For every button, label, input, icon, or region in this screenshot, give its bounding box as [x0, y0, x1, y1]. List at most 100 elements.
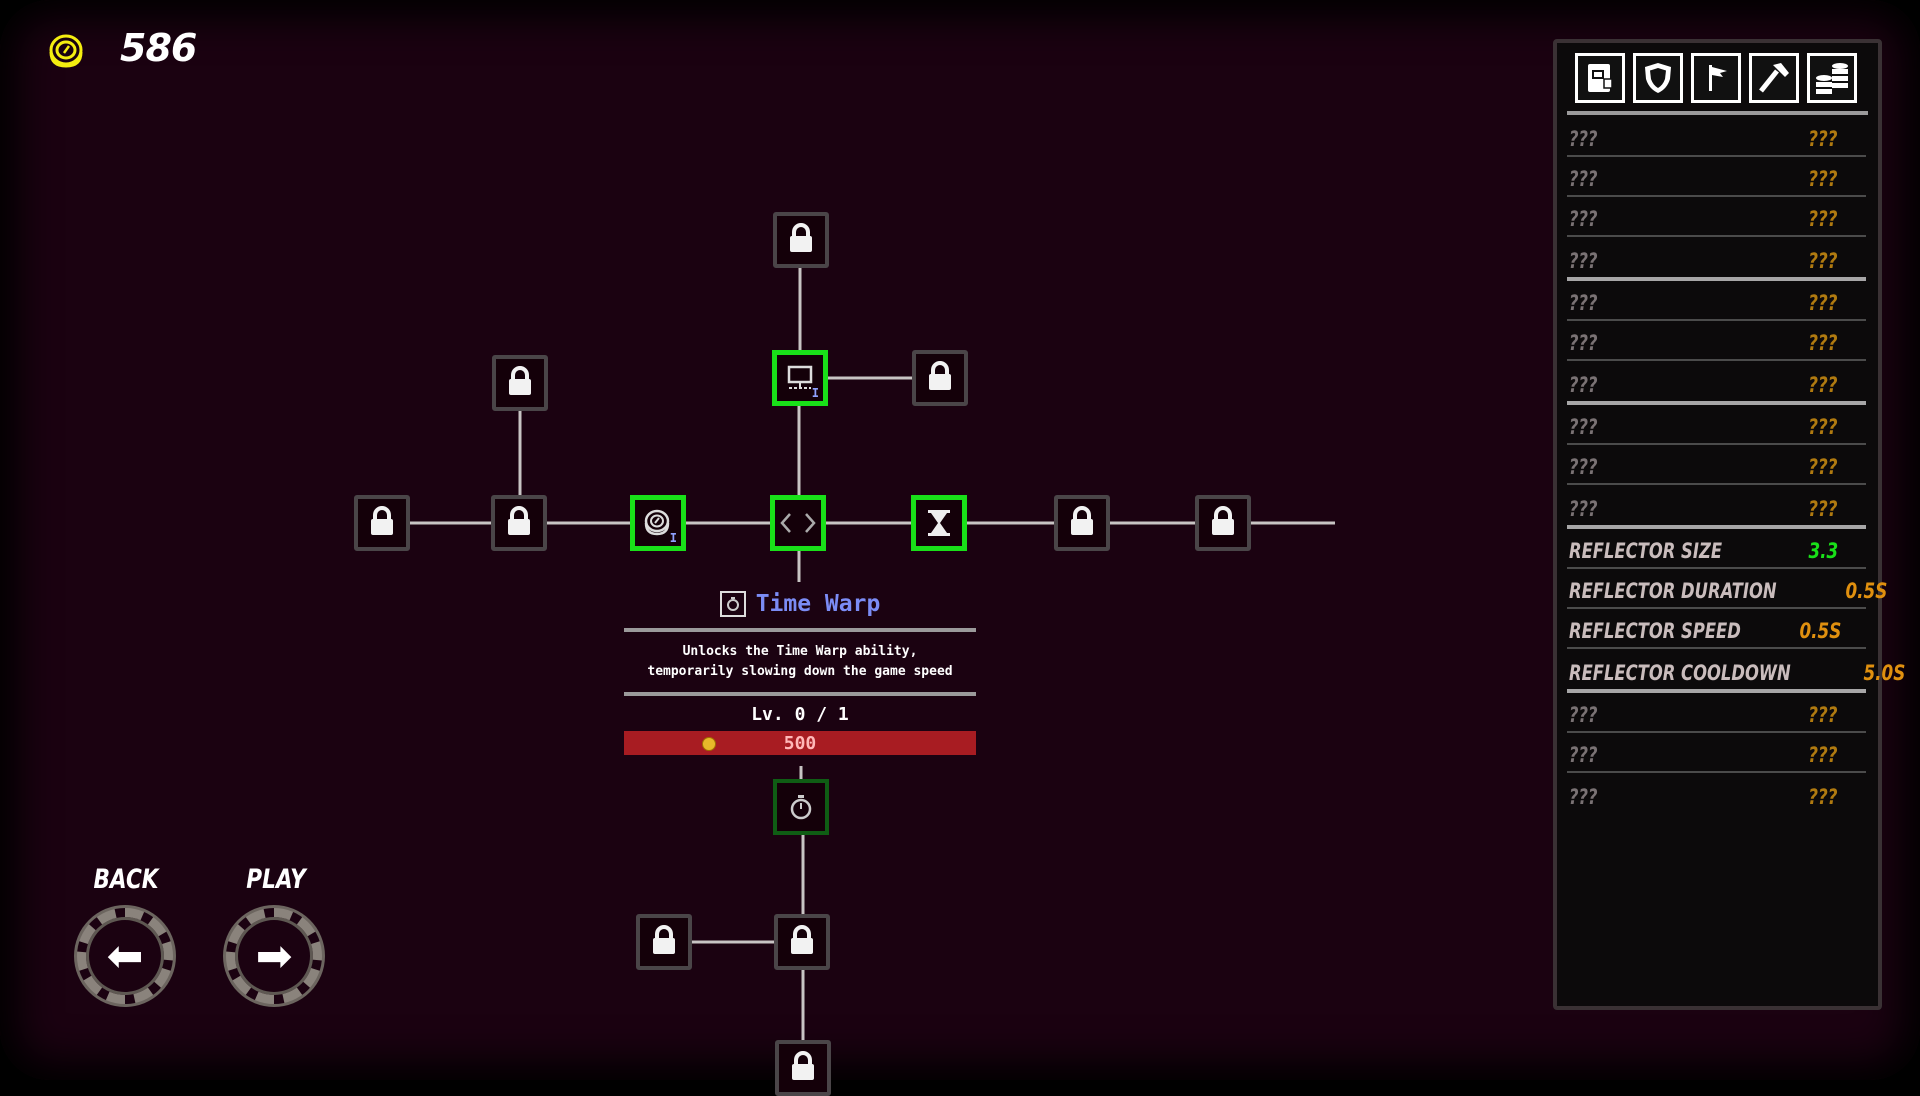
skill-node-right-lock-2[interactable] — [1054, 495, 1110, 551]
tooltip-title: Time Warp — [755, 591, 881, 617]
tier-label: I — [669, 531, 677, 545]
tab-locked-book[interactable] — [1575, 53, 1625, 103]
skill-node-coin[interactable]: I — [630, 495, 686, 551]
locked-book-icon — [1588, 64, 1613, 92]
stat-row: ?????? — [1567, 237, 1866, 277]
hourglass-icon — [928, 510, 950, 536]
lock-icon — [788, 223, 814, 257]
lock-icon — [789, 925, 815, 959]
skill-node-bottom-lock[interactable] — [774, 914, 830, 970]
tab-shield[interactable] — [1633, 53, 1683, 103]
divider — [1567, 111, 1868, 115]
tooltip-header: Time Warp — [624, 586, 976, 622]
stat-label: ??? — [1569, 415, 1598, 439]
stat-value: ??? — [1808, 249, 1838, 273]
skill-node-top-lock[interactable] — [773, 212, 829, 268]
tab-flag[interactable] — [1691, 53, 1741, 103]
stat-label: REFLECTOR SPEED — [1569, 619, 1741, 643]
stat-list: ????????????????????????????????????????… — [1557, 117, 1906, 813]
coin-stacks-icon — [1816, 63, 1848, 94]
stat-label: REFLECTOR DURATION — [1569, 579, 1777, 603]
skill-node-left-lock[interactable] — [491, 495, 547, 551]
coin-icon — [49, 34, 83, 68]
skill-node-center[interactable] — [770, 495, 826, 551]
stat-label: ??? — [1569, 785, 1598, 809]
play-label: PLAY — [246, 864, 306, 895]
flag-icon — [1709, 65, 1727, 91]
stat-label: REFLECTOR SIZE — [1569, 539, 1723, 563]
stat-row: ?????? — [1567, 445, 1866, 485]
description-line: temporarily slowing down the game speed — [647, 664, 953, 679]
stat-value: ??? — [1808, 785, 1838, 809]
stat-value: ??? — [1808, 743, 1838, 767]
stat-row: ?????? — [1567, 361, 1866, 401]
stats-panel: ????????????????????????????????????????… — [1553, 39, 1906, 1010]
currency-amount: 586 — [120, 26, 197, 70]
stopwatch-icon — [719, 591, 746, 617]
stat-label: ??? — [1569, 127, 1598, 151]
description-line: Unlocks the Time Warp ability, — [682, 644, 918, 659]
stat-label: ??? — [1569, 331, 1598, 355]
stat-label: ??? — [1569, 167, 1598, 191]
skill-node-monitor[interactable]: I — [772, 350, 828, 406]
stat-value: ??? — [1808, 415, 1838, 439]
back-button[interactable]: ⬅ — [77, 908, 173, 1004]
stat-row: ?????? — [1567, 157, 1866, 197]
skill-node-hourglass[interactable] — [911, 495, 967, 551]
shield-icon — [1645, 63, 1671, 93]
purchase-cost-button[interactable]: 500 — [624, 731, 976, 755]
stat-value: ??? — [1808, 455, 1838, 479]
tab-hammer[interactable] — [1749, 53, 1799, 103]
skill-node-time-warp[interactable] — [773, 779, 829, 835]
skill-node-right-lock-3[interactable] — [1195, 495, 1251, 551]
stat-row: ?????? — [1567, 485, 1866, 525]
stat-value: 0.5S — [1845, 579, 1888, 603]
lock-icon — [507, 366, 533, 400]
coin-icon — [702, 737, 716, 751]
code-brackets-icon — [780, 513, 816, 533]
arrow-right-icon: ➡ — [255, 930, 293, 982]
monitor-icon — [787, 365, 813, 389]
stat-row: ?????? — [1567, 773, 1866, 813]
stat-label: ??? — [1569, 291, 1598, 315]
stat-value: ??? — [1808, 703, 1838, 727]
tab-coin-stacks[interactable] — [1807, 53, 1857, 103]
skill-node-upper-left-lock[interactable] — [492, 355, 548, 411]
lock-icon — [1210, 506, 1236, 540]
stat-value: ??? — [1808, 207, 1838, 231]
stat-group: ???????????????????????? — [1567, 117, 1866, 281]
stat-row: REFLECTOR DURATION 0.5S — [1567, 569, 1887, 609]
stat-row: ?????? — [1567, 733, 1866, 773]
stat-label: ??? — [1569, 207, 1598, 231]
stats-tabs — [1557, 43, 1878, 103]
stat-group: ?????????????????? — [1567, 405, 1866, 529]
skill-node-right-lock[interactable] — [912, 350, 968, 406]
lock-icon — [506, 506, 532, 540]
stat-row: ?????? — [1567, 405, 1866, 445]
coin-icon — [644, 509, 670, 536]
stat-label: ??? — [1569, 249, 1598, 273]
stat-value: ??? — [1808, 291, 1838, 315]
back-label: BACK — [93, 864, 159, 895]
stat-group: ?????????????????? — [1567, 281, 1866, 405]
divider — [624, 628, 976, 632]
skill-node-bottom-lock-2[interactable] — [775, 1040, 831, 1096]
play-button[interactable]: ➡ — [226, 908, 322, 1004]
lock-icon — [369, 506, 395, 540]
cost-value: 500 — [783, 732, 817, 754]
skill-node-bottom-left-lock[interactable] — [636, 914, 692, 970]
hammer-icon — [1759, 63, 1789, 93]
lock-icon — [1069, 506, 1095, 540]
stat-label: ??? — [1569, 497, 1598, 521]
lock-icon — [927, 361, 953, 395]
stat-value: ??? — [1808, 497, 1838, 521]
stat-value: ??? — [1808, 127, 1838, 151]
skill-node-far-left-lock[interactable] — [354, 495, 410, 551]
stat-row: ?????? — [1567, 693, 1866, 733]
lock-icon — [651, 925, 677, 959]
lock-icon — [790, 1051, 816, 1085]
